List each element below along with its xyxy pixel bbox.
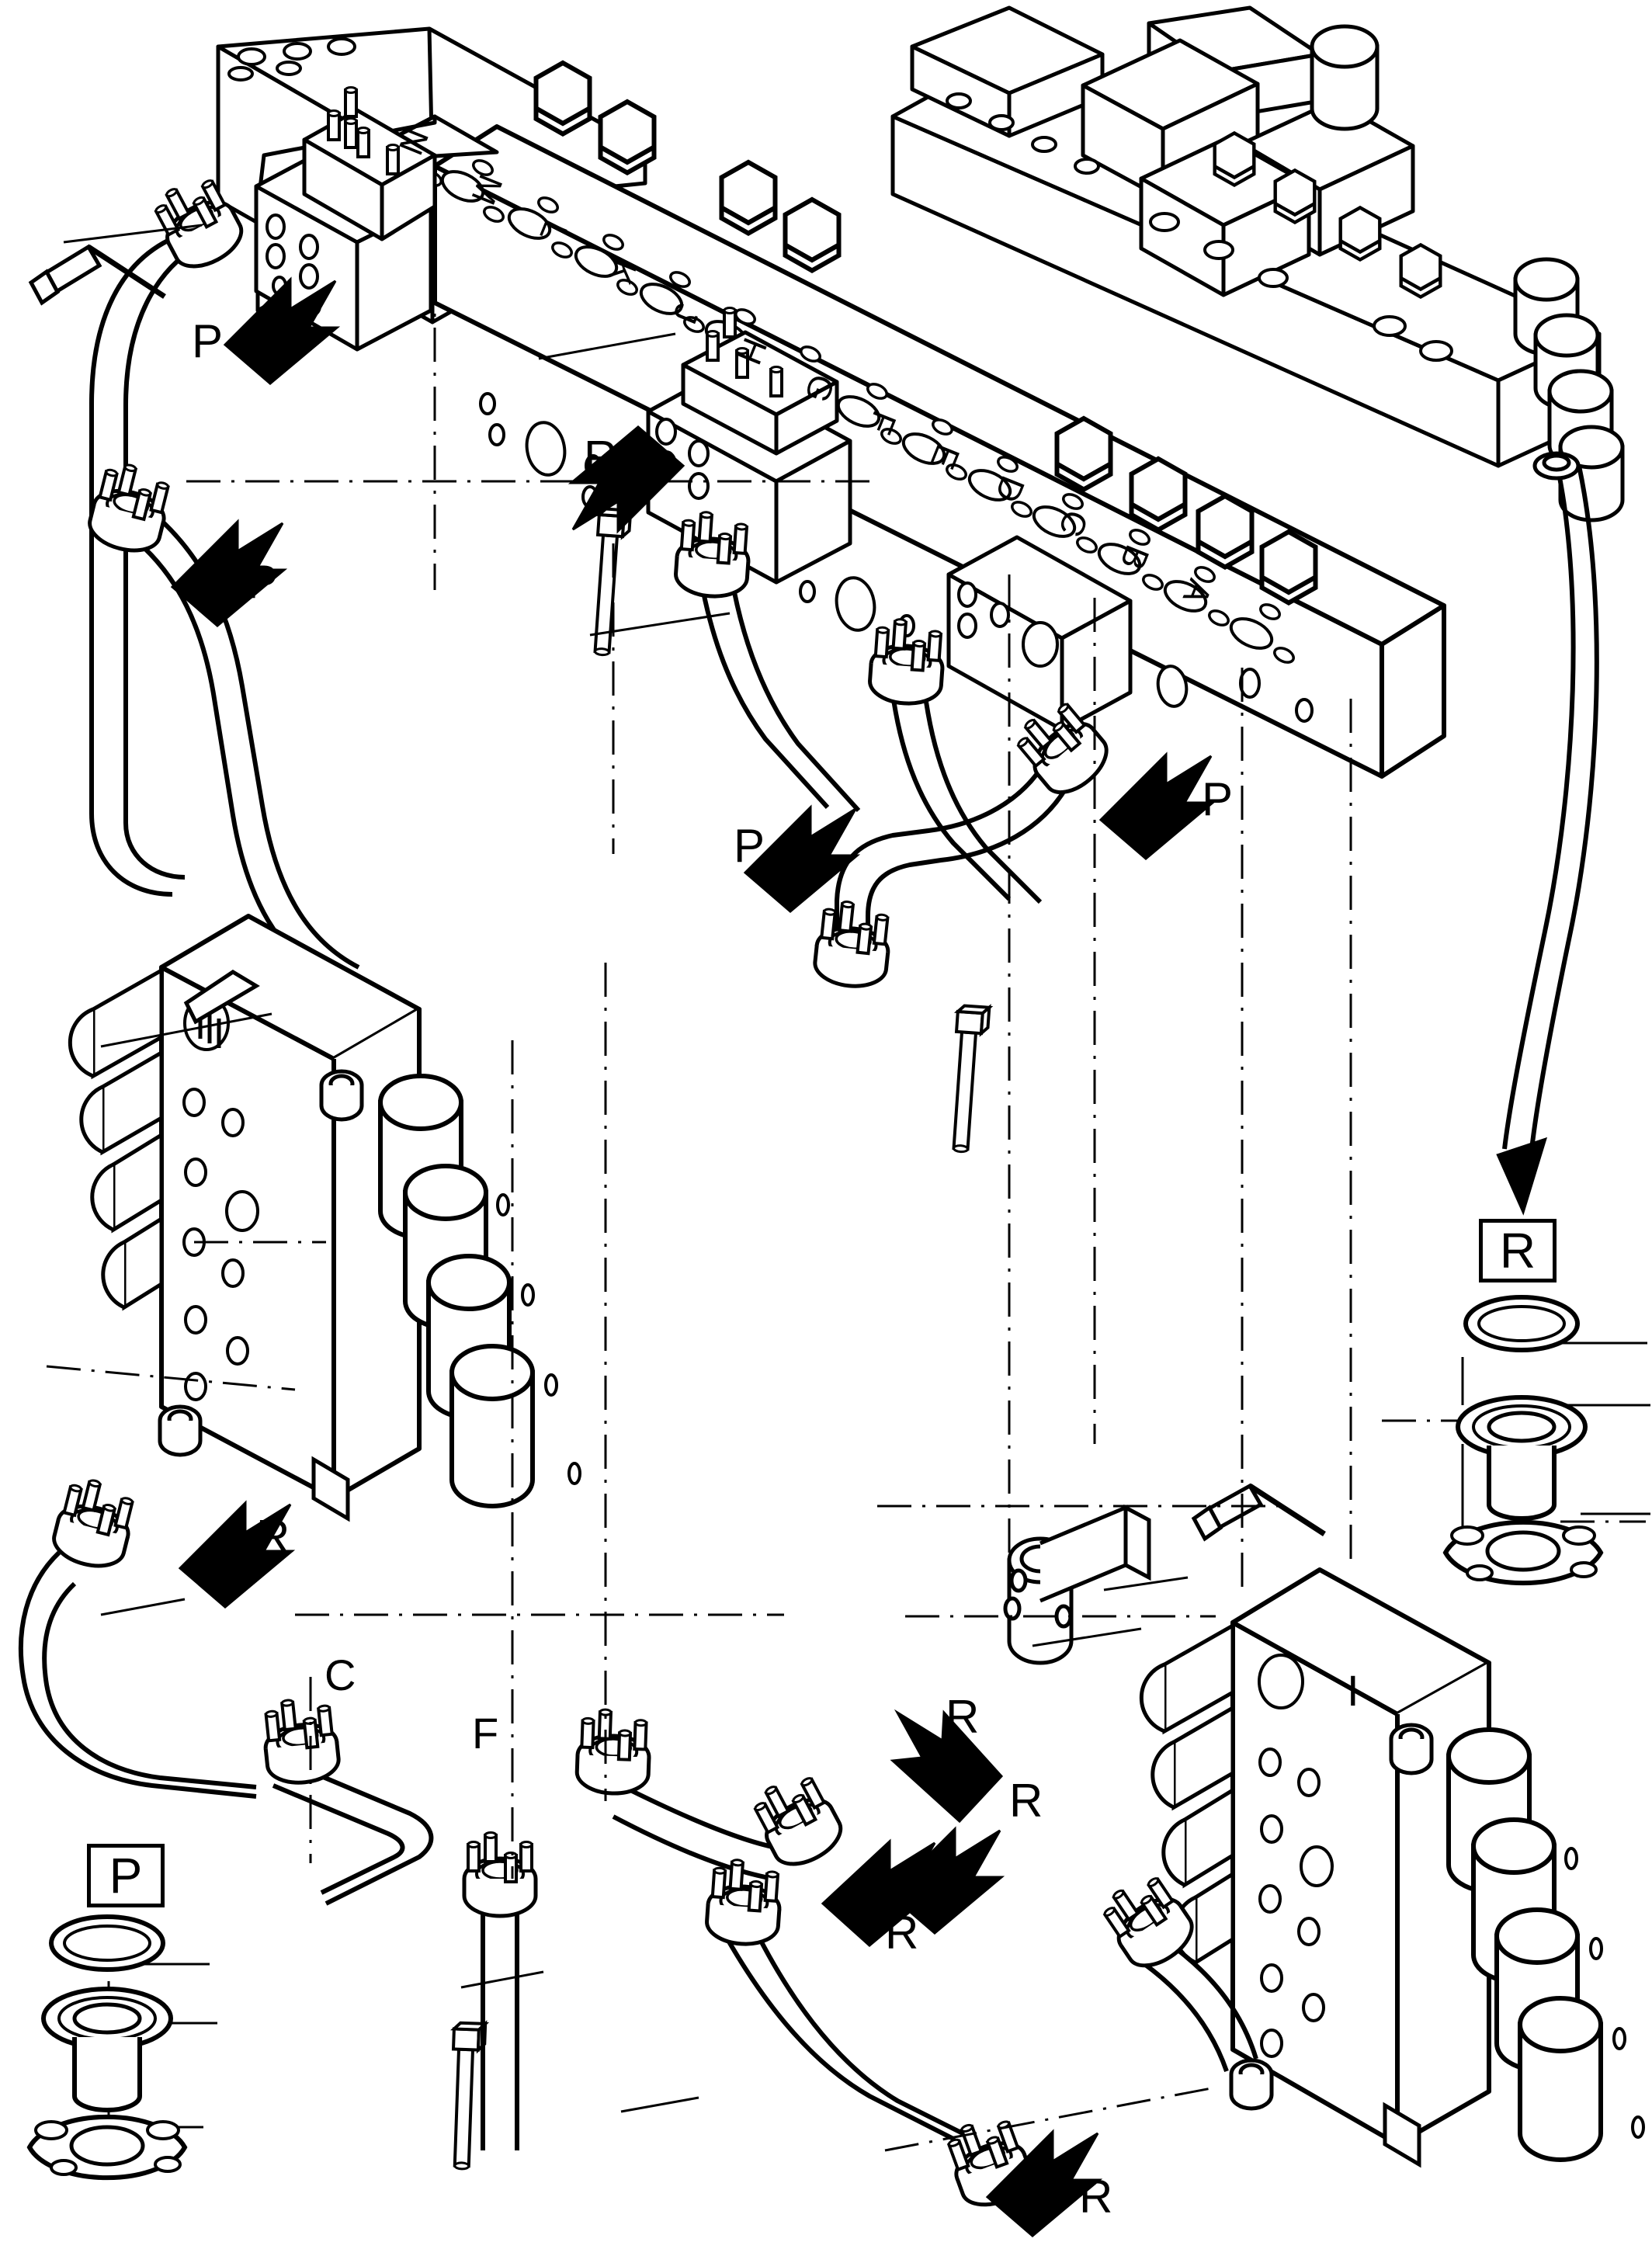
detail-view-title-p: P [87,1844,165,1907]
detail-p-parts [41,1914,173,2112]
long-leader-hose [1502,465,1599,1158]
arrow-r-3-glyph [890,1709,1004,1824]
arrow-label-p-1: P [192,315,224,367]
arrow-label-r-3: R [1009,1775,1043,1827]
left-bank-side-sections [68,967,164,1311]
arrow-label-r-1: R [584,432,618,484]
upper-right-bank-blocks [1081,38,1415,297]
upper-right-bank-cylinders [1310,24,1625,522]
arrow-r-5-glyph [887,1826,1005,1935]
arrow-p-3-glyph [743,804,861,913]
hose-f-vertical [481,1910,519,2150]
detail-r-parts [1456,1295,1588,1521]
callout-arrows [170,276,1216,2237]
hose-center-1-flange [576,1709,651,1795]
arrow-p-1-glyph [223,276,341,385]
callout-label-c: C [324,1650,356,1699]
fastener-long-bolt-3 [449,2022,486,2169]
center-cylinder-valve [1003,1504,1151,1665]
callout-label-i: I [1347,1666,1359,1715]
detail-r-split-flange [1442,1519,1604,1586]
hose-mid-2 [889,682,1043,904]
detail-view-title-r: R [1479,1219,1557,1282]
right-bank-corner-bosses [1229,1723,1434,2168]
hose-center-2-flange [746,1767,849,1874]
arrow-r-2-glyph [178,1500,296,1609]
arrow-label-r-5: R [885,1907,919,1959]
sub-valve-block-3-ports [957,581,1059,668]
right-bank-side-sections [1139,1622,1235,1966]
arrow-r-6-glyph [985,2129,1103,2237]
detail-p-split-flange [26,2114,188,2181]
arrow-label-r-4: R [946,1691,980,1743]
leader-hose-flange [1532,451,1581,481]
hose-lower-left-loop-flange [261,1695,341,1786]
arrow-p-4-glyph [1098,751,1216,860]
leader-hose-arrowhead [1496,1137,1548,1216]
left-bank-top-notch [183,970,260,1025]
leader-lines [63,224,1650,2143]
right-bank-cylinders [1446,1727,1603,2162]
right-bank-face-holes [1258,1654,1334,2058]
hose-mid-1 [698,575,861,813]
left-bank-cylinder-tips [496,1193,581,1485]
arrow-r-1-glyph [567,425,685,534]
arrow-label-p-4: P [1202,773,1234,825]
callout-label-f: F [472,1709,499,1758]
arrow-label-r-2: R [256,1511,290,1563]
hose-mid-3 [835,758,1071,970]
hose-center-1 [612,1783,777,1881]
sub-valve-block-1-body [254,108,437,352]
hose-center-3 [724,1936,974,2142]
assembly-centerlines [46,210,1646,2152]
hose-f-flange [464,1833,536,1917]
arrow-p-2-glyph [170,519,288,627]
arrow-label-p-3: P [734,820,765,872]
upper-right-bank-detail-holes [946,92,1453,362]
fastener-socket-bolt-lower [1191,1483,1326,1542]
hose-lower-left-flange [50,1474,139,1573]
hose-lower-left [18,1550,257,1799]
hose-left-mid-flange [85,459,175,557]
arrow-label-r-6: R [1079,2171,1113,2223]
fastener-socket-bolt-left [28,244,166,306]
upper-left-block-holes [227,37,356,82]
hose-lower-left-loop [272,1754,434,1906]
fastener-long-bolt-2 [946,1003,991,1155]
left-bank-corner-bosses [158,1069,364,1522]
left-bank-cylinders [378,1074,535,1508]
right-bank-cylinder-tips [1564,1847,1645,2139]
arrow-label-p-2: P [247,556,279,608]
manifold-bolt-holes [421,159,1295,664]
hose-mid-3-end-flange [813,899,893,990]
